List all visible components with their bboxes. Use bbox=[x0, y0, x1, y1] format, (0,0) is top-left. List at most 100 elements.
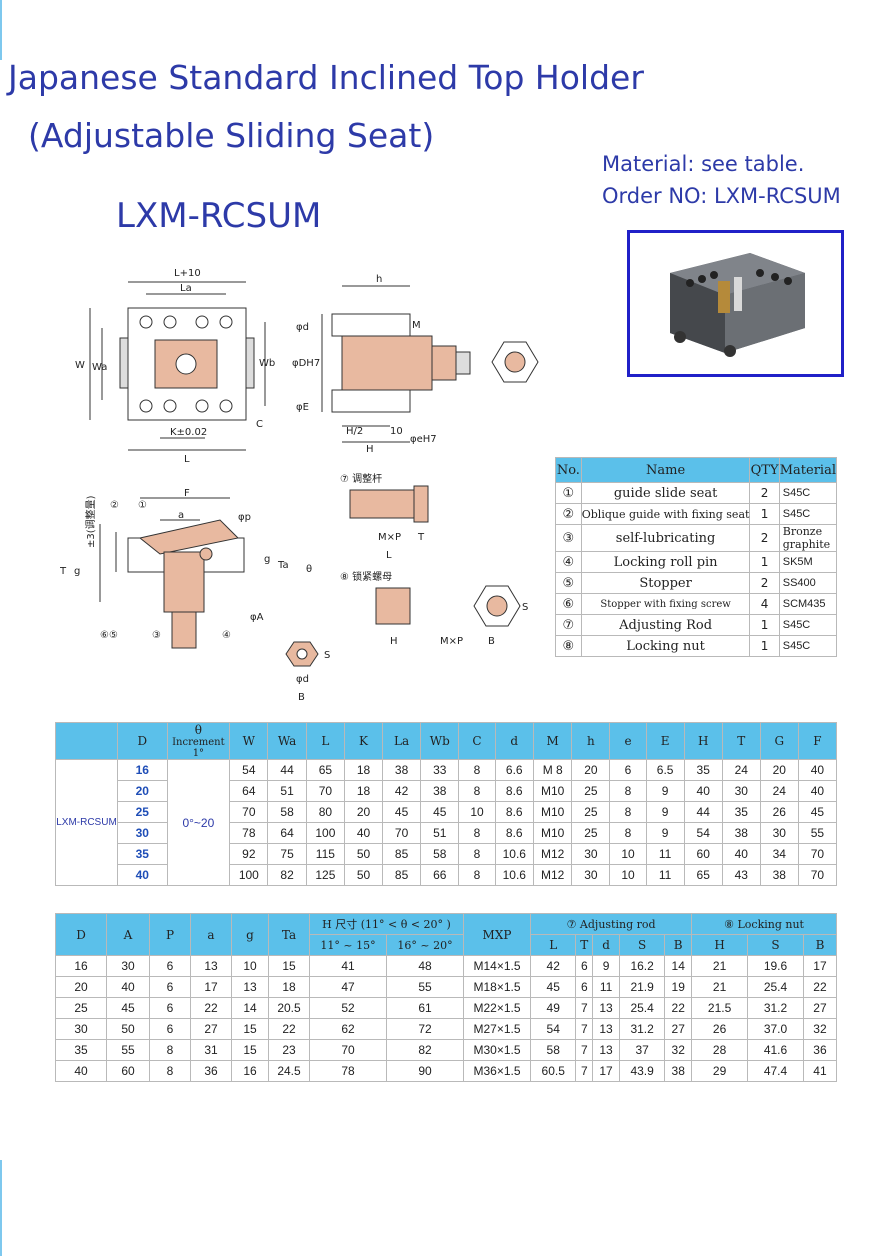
dim1-cell: 51 bbox=[267, 780, 307, 802]
dim1-header-cell: D bbox=[117, 722, 168, 760]
dim1-cell: 70 bbox=[797, 843, 838, 865]
dim1-cell: 115 bbox=[305, 843, 346, 865]
dim1-cell: 51 bbox=[420, 822, 460, 844]
dim2-cell: 13 bbox=[592, 997, 620, 1019]
dim2-cell: 23 bbox=[268, 1039, 310, 1061]
dim2-cell: 7 bbox=[575, 1018, 594, 1040]
dim1-cell: 38 bbox=[382, 759, 422, 781]
dim2-cell: 55 bbox=[106, 1039, 150, 1061]
mat-material: Bronze graphite bbox=[778, 524, 838, 552]
dim1-header-cell: Wa bbox=[267, 722, 307, 760]
mat-name: guide slide seat bbox=[580, 482, 751, 504]
dim2-cell: 37.0 bbox=[747, 1018, 804, 1040]
dim1-cell: 10 bbox=[609, 843, 647, 865]
label-b-nut: B bbox=[488, 636, 495, 647]
dim2-cell: 27 bbox=[802, 997, 838, 1019]
dim2-cell: 15 bbox=[231, 1039, 269, 1061]
dim2-cell: 25 bbox=[55, 997, 107, 1019]
dim2-cell: 40 bbox=[106, 976, 150, 998]
dim2-header-nut-b: B bbox=[802, 934, 838, 956]
label-ta: Ta bbox=[277, 560, 289, 571]
mat-qty: 2 bbox=[749, 524, 780, 552]
mat-row: ⑤ Stopper 2 SS400 bbox=[555, 572, 838, 594]
dim1-cell: 78 bbox=[229, 822, 269, 844]
label-mxp-rod: M×P bbox=[378, 532, 401, 543]
dim1-header-cell: F bbox=[797, 722, 838, 760]
dim2-cell: 7 bbox=[575, 1039, 594, 1061]
dim1-header-cell: E bbox=[645, 722, 685, 760]
dim1-cell: M12 bbox=[532, 864, 573, 886]
dim2-header-d: D bbox=[55, 913, 107, 956]
dim2-header-ta: Ta bbox=[268, 913, 310, 956]
label-h-small: h bbox=[376, 274, 382, 285]
dim2-cell: 21.5 bbox=[691, 997, 749, 1019]
material-note: Material: see table. bbox=[602, 152, 805, 176]
dim2-cell: 36 bbox=[190, 1060, 232, 1082]
label-m: M bbox=[412, 320, 421, 331]
dim2-cell: 8 bbox=[149, 1060, 191, 1082]
dim1-cell: 44 bbox=[683, 801, 723, 823]
dim1-cell: 8.6 bbox=[494, 822, 534, 844]
dim1-cell: M12 bbox=[532, 843, 573, 865]
top-view: L+10 La W Wa Wb K±0.02 L C bbox=[75, 268, 275, 465]
dim2-cell: 37 bbox=[618, 1039, 666, 1061]
dim1-cell: M10 bbox=[532, 801, 573, 823]
dim2-cell: 60.5 bbox=[529, 1060, 577, 1082]
dim2-cell: 16.2 bbox=[618, 955, 666, 977]
dim1-cell: 30 bbox=[721, 780, 761, 802]
dim2-cell: 25.4 bbox=[618, 997, 666, 1019]
dim2-cell: 22 bbox=[802, 976, 838, 998]
dim1-cell: 45 bbox=[382, 801, 422, 823]
label-d: φd bbox=[296, 322, 309, 333]
dim1-cell: 8.6 bbox=[494, 780, 534, 802]
dim1-cell: 10 bbox=[609, 864, 647, 886]
dim2-cell: 52 bbox=[309, 997, 387, 1019]
dim1-header-cell: L bbox=[305, 722, 346, 760]
dim2-cell: M27×1.5 bbox=[463, 1018, 531, 1040]
label-t-rod: T bbox=[417, 532, 425, 543]
dim1-cell: 25 bbox=[571, 822, 611, 844]
dim1-cell: 66 bbox=[420, 864, 460, 886]
dim1-cell: 10.6 bbox=[494, 843, 534, 865]
dim1-cell: 85 bbox=[382, 843, 422, 865]
dim2-cell: 13 bbox=[231, 976, 269, 998]
dim2-cell: 43.9 bbox=[618, 1060, 666, 1082]
dim2-cell: 47 bbox=[309, 976, 387, 998]
dim1-cell: 9 bbox=[645, 801, 685, 823]
dim1-cell: 25 bbox=[571, 780, 611, 802]
label-e: φE bbox=[296, 402, 309, 413]
dim1-cell: 30 bbox=[117, 822, 168, 844]
dim1-cell: 100 bbox=[305, 822, 346, 844]
dim1-header-cell: d bbox=[494, 722, 534, 760]
dim1-cell: 8 bbox=[458, 780, 496, 802]
mat-row: ③ self-lubricating 2 Bronze graphite bbox=[555, 524, 838, 552]
dim1-cell: 40 bbox=[721, 843, 761, 865]
dim1-header-cell: e bbox=[609, 722, 647, 760]
dim2-cell: 61 bbox=[386, 997, 464, 1019]
dim1-cell: 65 bbox=[683, 864, 723, 886]
dim1-cell: 25 bbox=[571, 801, 611, 823]
dim2-header-rod-d: d bbox=[592, 934, 620, 956]
dim2-header-h-group: H 尺寸 (11° < θ < 20° ) bbox=[309, 913, 464, 935]
dim2-cell: 50 bbox=[106, 1018, 150, 1040]
mat-name: Adjusting Rod bbox=[580, 614, 751, 636]
mat-name: Stopper with fixing screw bbox=[580, 593, 751, 615]
mat-material: SK5M bbox=[778, 551, 838, 573]
dim2-cell: 7 bbox=[575, 1060, 594, 1082]
dim2-cell: 13 bbox=[190, 955, 232, 977]
label-adjust: ±3(调整量) bbox=[84, 495, 97, 548]
dim2-header-a: A bbox=[106, 913, 150, 956]
label-l10: L+10 bbox=[174, 268, 201, 279]
dim1-cell: 42 bbox=[382, 780, 422, 802]
dim1-cell: 50 bbox=[344, 843, 384, 865]
dim1-cell: 20 bbox=[571, 759, 611, 781]
dim2-header-rod-group: ⑦ Adjusting rod bbox=[529, 913, 693, 935]
model-code: LXM-RCSUM bbox=[116, 196, 322, 236]
dim2-cell: 62 bbox=[309, 1018, 387, 1040]
dim1-cell: 11 bbox=[645, 843, 685, 865]
